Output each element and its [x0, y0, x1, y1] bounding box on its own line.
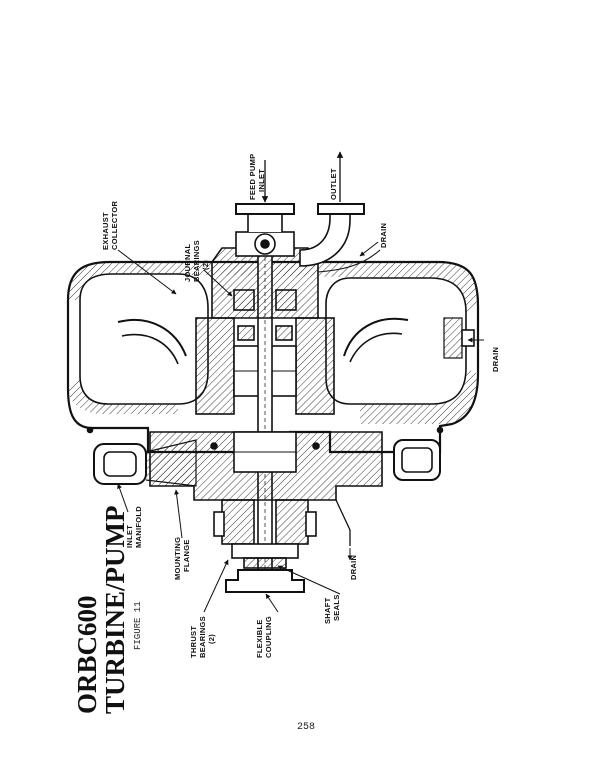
label-drain-upper: DRAIN: [379, 223, 388, 248]
journal-bearing-left: [233, 289, 255, 311]
label-outlet: OUTLET: [329, 168, 338, 200]
label-drain-lower: DRAIN: [349, 555, 358, 580]
thrust-bearing-left: [221, 499, 255, 545]
machine-drawing: [66, 151, 480, 593]
label-feed-pump-inlet: FEED PUMP INLET: [248, 151, 266, 200]
figure-caption: FIGURE 11: [133, 601, 143, 650]
title-line-2: TURBINE/PUMP: [100, 506, 130, 715]
label-flexible-coupling: FLEXIBLE COUPLING: [255, 616, 273, 658]
label-inlet-manifold: INLET MANIFOLD: [125, 506, 143, 548]
component-labels: EXHAUST COLLECTOR JOURNAL BEARINGS (2) F…: [101, 151, 500, 658]
journal-bearing-right: [275, 289, 297, 311]
page-number: 258: [296, 722, 315, 733]
label-exhaust-collector: EXHAUST COLLECTOR: [101, 200, 119, 250]
left-collector-cavity: [79, 273, 209, 405]
label-drain-right: DRAIN: [491, 347, 500, 372]
inlet-manifold: [93, 443, 147, 485]
label-journal-bearings: JOURNAL BEARINGS (2): [183, 238, 210, 282]
label-shaft-seals: SHAFT SEALS: [323, 594, 341, 624]
turbine-rotor-disk: [195, 317, 235, 415]
thrust-bearing-right: [275, 499, 309, 545]
label-mounting-flange: MOUNTING FLANGE: [173, 534, 191, 580]
leader-lines: [117, 241, 484, 613]
label-thrust-bearings: THRUST BEARINGS (2): [189, 614, 216, 658]
title-line-1: ORBC600: [72, 595, 102, 714]
outlet-pipe: [299, 211, 351, 267]
shaft-seals: [243, 557, 287, 569]
title-block: ORBC600 TURBINE/PUMP FIGURE 11: [72, 506, 143, 715]
flexible-coupling: [225, 569, 305, 593]
